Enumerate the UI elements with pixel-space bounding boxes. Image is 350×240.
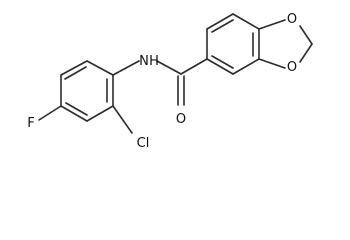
bond-left-ring-5 bbox=[86, 105, 114, 122]
molecule-svg: N H O O O Cl F bbox=[27, 12, 313, 151]
bond-carbonyl-c-ring bbox=[180, 58, 208, 75]
atom-label-cl: Cl bbox=[137, 136, 150, 151]
bond-ring-c1-n bbox=[112, 60, 140, 76]
structure-diagram: N H O O O Cl F bbox=[27, 12, 313, 151]
atom-label-f: F bbox=[27, 116, 34, 131]
bond-right-ring-2 bbox=[206, 13, 234, 30]
bond-right-ring-2-inner bbox=[211, 19, 234, 33]
bond-left-ring-2 bbox=[60, 60, 88, 76]
bond-left-ring-1 bbox=[86, 60, 114, 76]
atom-label-o-ring-bottom: O bbox=[287, 60, 297, 75]
bond-n-carbonyl-c bbox=[156, 60, 182, 75]
atom-label-o-carbonyl: O bbox=[176, 112, 186, 127]
bond-right-ring-5 bbox=[232, 58, 260, 75]
atom-label-h: H bbox=[149, 54, 159, 69]
atom-label-n: N bbox=[139, 54, 149, 69]
bond-c-o-top bbox=[258, 19, 286, 30]
bond-o-top-ch2 bbox=[299, 25, 313, 45]
bond-right-ring-6 bbox=[206, 58, 234, 75]
bond-c-cl bbox=[112, 105, 133, 134]
bond-left-ring-4 bbox=[60, 105, 88, 122]
bond-left-ring-4-inner bbox=[65, 102, 88, 116]
bond-right-ring-3 bbox=[232, 13, 260, 30]
bond-o-bottom-c bbox=[258, 58, 286, 69]
bond-c-f bbox=[38, 105, 62, 121]
atom-labels: N H O O O Cl F bbox=[27, 12, 297, 151]
bond-left-ring-2-inner bbox=[64, 66, 87, 80]
bond-right-ring-6-inner bbox=[211, 55, 234, 69]
bonds bbox=[38, 13, 313, 134]
bond-ch2-o-bottom bbox=[299, 43, 313, 63]
atom-label-o-ring-top: O bbox=[287, 12, 297, 27]
